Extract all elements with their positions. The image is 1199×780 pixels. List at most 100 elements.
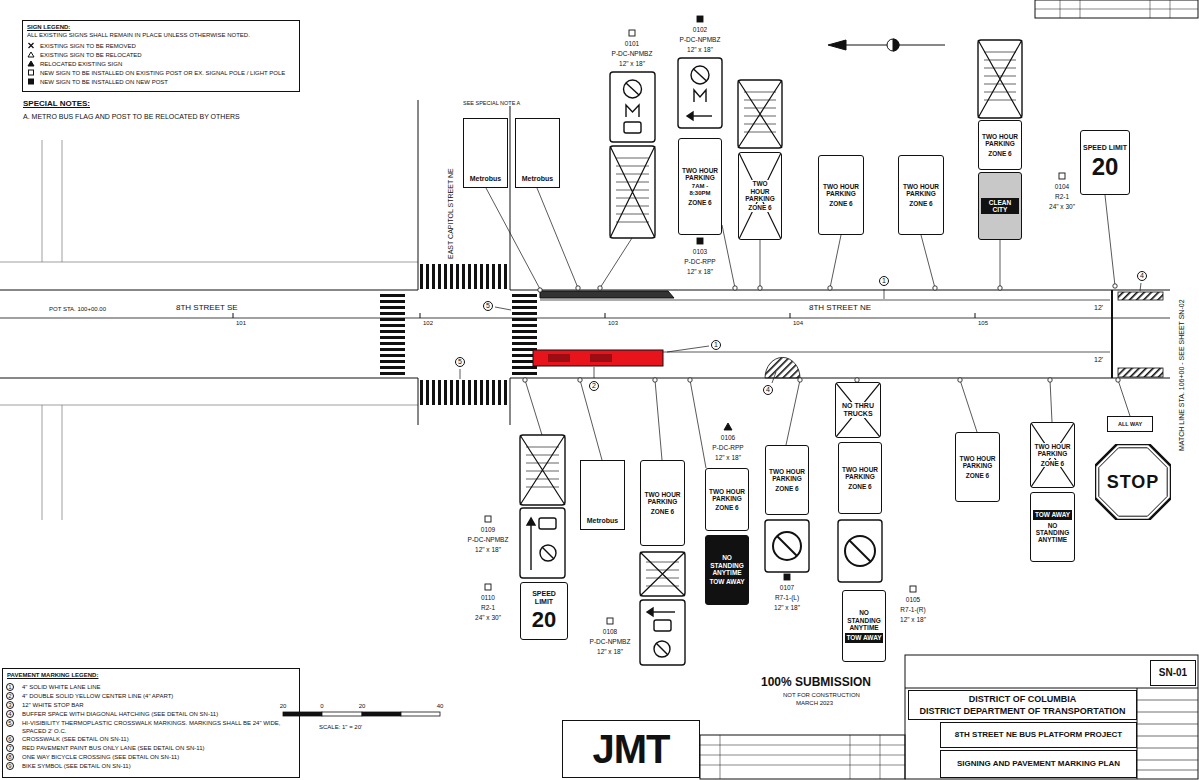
stop-octagon — [1095, 444, 1171, 520]
plan-label: 105 — [977, 320, 989, 327]
removed-sign — [610, 146, 655, 238]
sign-text: ZONE 6 — [747, 204, 772, 211]
sign-post — [758, 286, 762, 290]
symbol-sign — [520, 58, 882, 665]
sign-text: TWO HOUR PARKING — [768, 468, 806, 483]
callout-number: 9 — [6, 762, 14, 770]
sign-post — [733, 286, 737, 290]
street-sign: TWO HOUR PARKING ZONE 6 — [738, 152, 782, 240]
plan-label: P-DC-NPMBZ — [611, 50, 654, 57]
sign-text: 20 — [523, 608, 565, 633]
street-linework — [510, 100, 511, 290]
plan-label: 12" x 18" — [899, 616, 927, 623]
street-linework — [1111, 290, 1113, 378]
plan-label: 12" x 18" — [618, 60, 646, 67]
sign-text: DISTRICT OF COLUMBIA — [911, 694, 1134, 704]
leader-line — [1118, 380, 1130, 416]
title-block-box: 8TH STREET NE BUS PLATFORM PROJECT — [940, 722, 1137, 748]
plan-label: 12" x 18" — [596, 648, 624, 655]
removal-cross — [739, 153, 781, 239]
plan-label: 0101 — [624, 40, 640, 47]
street-sign: NO THRU TRUCKS — [835, 382, 881, 438]
sign-marker — [910, 586, 916, 592]
sign-text: CLEAN CITY — [981, 198, 1019, 215]
sign-text: 8TH STREET NE BUS PLATFORM PROJECT — [943, 731, 1134, 740]
sign-text: Metrobus — [518, 175, 557, 183]
metrobus-flag: Metrobus — [463, 118, 508, 188]
street-linework — [0, 318, 1170, 319]
sign-post — [1048, 378, 1052, 382]
removed-sign — [744, 92, 776, 132]
removed-sign — [640, 552, 685, 596]
scale-bar — [283, 712, 440, 716]
sign-text: ZONE 6 — [708, 504, 746, 511]
sign-text: 20 — [1083, 154, 1127, 181]
plan-label: P-DC-NPMBZ — [467, 536, 510, 543]
sign-text: ZONE 6 — [981, 150, 1019, 157]
sign-text: TOW AWAY — [708, 578, 746, 585]
plan-label: 101 — [235, 320, 247, 327]
legend-symbol — [29, 79, 34, 84]
title-block-frame — [905, 688, 1198, 689]
sign-text: NO THRU TRUCKS — [838, 402, 878, 418]
removed-sign — [738, 80, 782, 148]
symbol-sign — [694, 69, 707, 81]
street-sign: TOW AWAYNO STANDING ANYTIME — [1030, 492, 1075, 562]
street-linework — [62, 405, 63, 520]
title-block-frame — [1035, 0, 1198, 18]
plan-label: R7-1-(R) — [899, 606, 926, 613]
title-block-box: DISTRICT OF COLUMBIA DISTRICT DEPARTMENT … — [908, 690, 1137, 720]
buffer-hatching — [1118, 368, 1163, 377]
sign-text: TWO HOUR PARKING — [741, 180, 779, 202]
plan-label: 12' — [1093, 304, 1104, 312]
sign-text: ZONE 6 — [681, 199, 719, 206]
sign-text: TWO HOUR PARKING — [901, 183, 941, 198]
plan-label: 102 — [422, 320, 434, 327]
legend-entry: NEW SIGN TO BE INSTALLED ON NEW POST — [40, 78, 168, 86]
sign-marker — [607, 618, 613, 624]
removed-sign — [520, 435, 565, 505]
removed-sign — [520, 435, 565, 505]
sign-marker — [1059, 173, 1065, 179]
sign-post — [958, 378, 962, 382]
plan-label: SPECIAL NOTES: — [22, 100, 91, 109]
legend-symbol — [28, 43, 34, 84]
plan-label: 12" x 18" — [686, 46, 714, 53]
plan-label: 104 — [792, 320, 804, 327]
legend-entry: EXISTING SIGN TO BE RELOCATED — [40, 51, 142, 59]
removed-sign — [978, 40, 1022, 118]
symbol-sign — [520, 508, 565, 578]
sign-text: TWO HOUR PARKING — [841, 466, 879, 481]
buffer-hatching — [765, 357, 800, 378]
leader-line — [460, 369, 461, 379]
street-sign: TWO HOUR PARKINGZONE 6 — [955, 432, 1000, 502]
plan-label: P-DC-NPMBZ — [589, 638, 632, 645]
sign-text: ALL EXISTING SIGNS SHALL REMAIN IN PLACE… — [27, 32, 295, 39]
street-linework — [0, 378, 418, 379]
symbol-sign — [610, 72, 655, 142]
street-linework — [0, 290, 418, 291]
legend-heading: PAVEMENT MARKING LEGEND: — [7, 672, 295, 679]
north-arrow — [828, 39, 945, 51]
street-linework — [605, 313, 606, 318]
sign-text: TOW AWAY — [1033, 510, 1072, 519]
leader-line — [667, 346, 709, 352]
sign-text: DISTRICT DEPARTMENT OF TRANSPORTATION — [911, 706, 1134, 716]
sign-text: STOP — [1101, 472, 1165, 492]
sign-text: ZONE 6 — [1040, 460, 1065, 467]
legend-entry: BIKE SYMBOL (SEE DETAIL ON SN-11) — [22, 762, 297, 770]
metrobus-flag: Metrobus — [515, 118, 560, 188]
removed-sign — [520, 40, 1022, 596]
plan-label: POT STA. 100+00.00 — [48, 306, 107, 313]
plan-label: NOT FOR CONSTRUCTION — [782, 692, 861, 699]
sign-marker — [697, 238, 703, 244]
north-arrow — [887, 39, 899, 51]
street-linework — [233, 313, 234, 318]
street-linework — [510, 378, 511, 425]
street-linework — [510, 290, 1170, 291]
title-block-box: SN-01 — [1150, 660, 1196, 686]
plan-label: 20 — [358, 703, 367, 710]
leader-line — [690, 380, 706, 468]
plan-label: 0 — [319, 703, 324, 710]
plan-label: 12" x 18" — [686, 268, 714, 275]
